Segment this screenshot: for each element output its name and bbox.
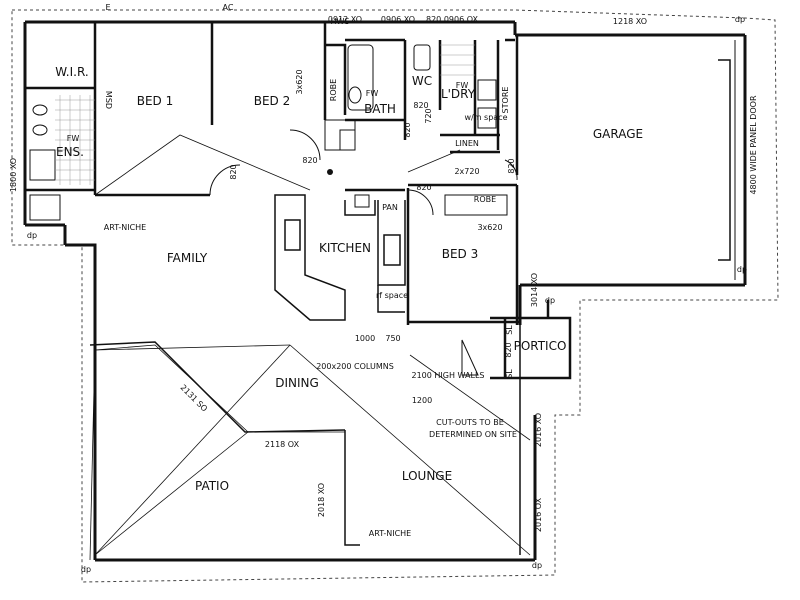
msd-label: MSD bbox=[104, 91, 113, 109]
tile-hatch bbox=[55, 44, 475, 185]
eaves-outline bbox=[11, 9, 779, 583]
dim-820-d: 820 bbox=[413, 101, 428, 110]
dim-dp-6: dp bbox=[545, 296, 555, 305]
dim-2016-a: 2016 XO bbox=[534, 413, 543, 447]
kitchen-label: KITCHEN bbox=[319, 241, 371, 255]
dim-top-w3: 820 0906 OX bbox=[426, 15, 479, 24]
dim-2018: 2018 XO bbox=[317, 483, 326, 517]
dim-top-w2: 0906 XO bbox=[381, 15, 415, 24]
pan-label: PAN bbox=[382, 203, 398, 212]
dim-3014: 3014 XO bbox=[530, 273, 539, 307]
dim-dp-5: dp bbox=[532, 561, 542, 570]
wm-space-label: w/m space bbox=[464, 113, 507, 122]
garage-door bbox=[718, 40, 736, 280]
dim-820-b: 820 bbox=[229, 164, 238, 179]
dim-720: 720 bbox=[424, 108, 433, 123]
dim-sl-2: SL bbox=[505, 369, 514, 379]
art-niche-label-1: ART-NICHE bbox=[104, 223, 147, 232]
dim-820-f: 820 bbox=[507, 158, 516, 173]
dim-dp-3: dp bbox=[737, 265, 747, 274]
dim-robe: 3x620 bbox=[295, 69, 304, 94]
dim-columns: 200x200 COLUMNS bbox=[316, 362, 394, 371]
dim-2016-b: 2016 OX bbox=[534, 497, 543, 532]
dim-820-e: 820 bbox=[416, 183, 431, 192]
art-niche-label-2: ART-NICHE bbox=[369, 529, 412, 538]
dim-2x720: 2x720 bbox=[454, 167, 479, 176]
smoke-detector-icon bbox=[327, 169, 333, 175]
family-label: FAMILY bbox=[167, 251, 208, 265]
wc-label: WC bbox=[412, 74, 432, 88]
fixtures bbox=[29, 44, 508, 221]
portico-label: PORTICO bbox=[514, 339, 567, 353]
rf-space-label: rf space bbox=[376, 291, 408, 300]
dim-top-hws: HWS bbox=[330, 17, 349, 26]
dim-top-ac: AC bbox=[223, 3, 234, 12]
dim-1800: 1800 XO bbox=[9, 158, 18, 192]
roof-lines bbox=[89, 134, 531, 561]
robe3-label: ROBE bbox=[474, 195, 496, 204]
dim-dp-2: dp bbox=[735, 15, 745, 24]
dim-2131: 2131 SO bbox=[178, 383, 209, 414]
dim-sl-1: SL bbox=[505, 325, 514, 335]
robe1-label: ROBE bbox=[329, 79, 338, 101]
portico-walls bbox=[490, 300, 572, 380]
dim-cutouts-2: DETERMINED ON SITE bbox=[429, 430, 517, 439]
dim-1200: 1200 bbox=[412, 396, 432, 405]
bed2-label: BED 2 bbox=[254, 94, 291, 108]
panel-door-label: 4800 WIDE PANEL DOOR bbox=[749, 95, 758, 195]
dim-2118: 2118 OX bbox=[265, 440, 300, 449]
fw-label-3: FW bbox=[456, 81, 469, 90]
interior-walls bbox=[25, 22, 520, 325]
dim-top-windows: 0912 XO bbox=[328, 15, 362, 24]
wir-label: W.I.R. bbox=[55, 65, 88, 79]
patio-label: PATIO bbox=[195, 479, 229, 493]
dining-label: DINING bbox=[275, 376, 319, 390]
linen-label: LINEN bbox=[455, 139, 479, 148]
dim-820-a: 820 bbox=[302, 156, 317, 165]
bed1-label: BED 1 bbox=[137, 94, 174, 108]
fw-label-2: FW bbox=[366, 89, 379, 98]
dim-cutouts-1: CUT-OUTS TO BE bbox=[436, 418, 504, 427]
dim-robe3: 3x620 bbox=[477, 223, 502, 232]
dim-1000: 1000 bbox=[355, 334, 375, 343]
dim-820-g: 820 bbox=[504, 342, 513, 357]
dim-high-walls: 2100 HIGH WALLS bbox=[412, 371, 485, 380]
bed3-label: BED 3 bbox=[442, 247, 479, 261]
lounge-label: LOUNGE bbox=[402, 469, 452, 483]
dim-820-c: 820 bbox=[403, 122, 412, 137]
kitchen-island bbox=[274, 194, 406, 321]
living-walls bbox=[89, 325, 521, 555]
ens-label: ENS. bbox=[56, 145, 84, 159]
store-label: STORE bbox=[501, 87, 510, 114]
garage-label: GARAGE bbox=[593, 127, 643, 141]
dim-dp-1: dp bbox=[27, 231, 37, 240]
dim-top-w4: 1218 XO bbox=[613, 17, 647, 26]
ldry-label: L'DRY bbox=[441, 87, 476, 101]
bath-label: BATH bbox=[364, 102, 396, 116]
dim-top-e: E bbox=[105, 3, 110, 12]
dim-dp-4: dp bbox=[81, 565, 91, 574]
dim-750: 750 bbox=[385, 334, 400, 343]
fw-label-1: FW bbox=[67, 134, 80, 143]
